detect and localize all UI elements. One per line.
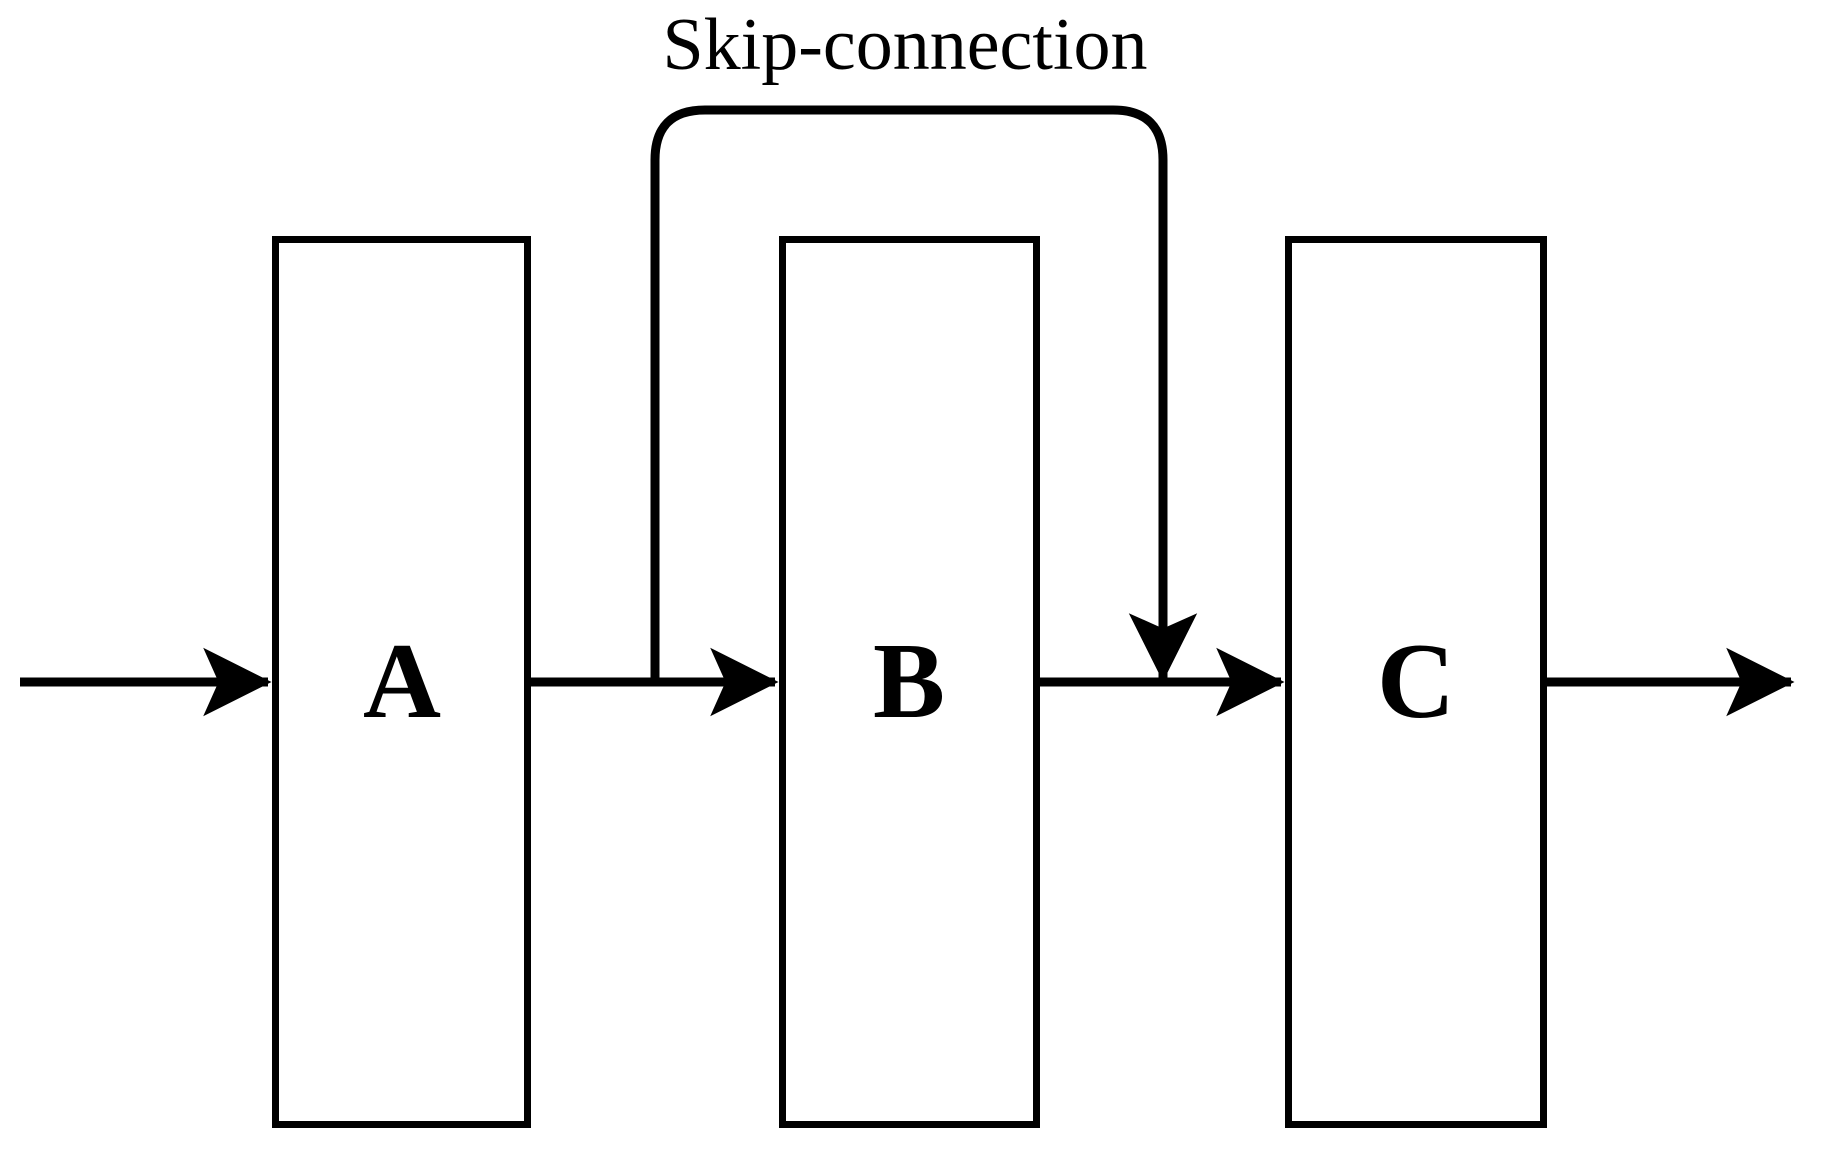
block-c-rect[interactable] — [1285, 236, 1547, 1128]
skip-connection-path — [650, 105, 1198, 682]
block-c-label: C — [1377, 622, 1455, 741]
block-a-label: A — [363, 622, 441, 741]
block-b-rect[interactable] — [779, 236, 1040, 1128]
block-a-rect[interactable] — [272, 236, 531, 1128]
skip-connection-label: Skip-connection — [662, 4, 1148, 86]
block-b-label: B — [872, 622, 946, 741]
